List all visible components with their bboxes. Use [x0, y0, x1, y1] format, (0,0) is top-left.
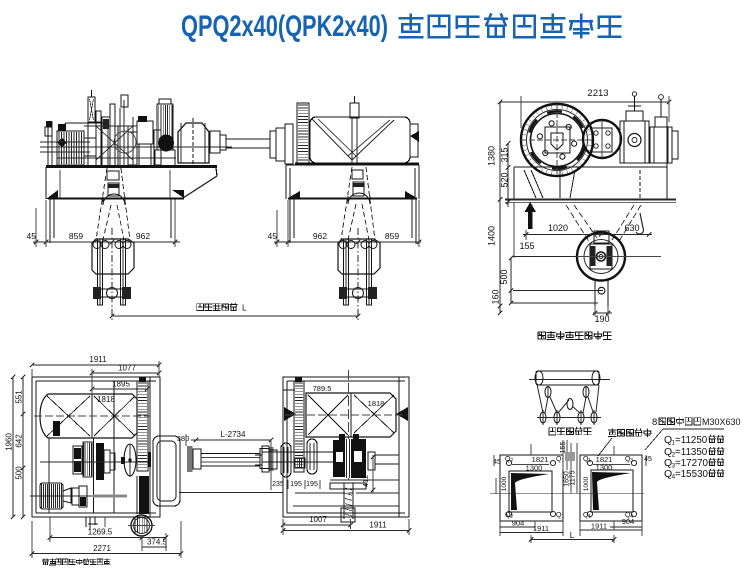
svg-text:L-2734: L-2734: [221, 430, 246, 439]
svg-text:160: 160: [491, 289, 501, 304]
svg-text:3: 3: [630, 458, 633, 464]
svg-text:1911: 1911: [533, 524, 549, 533]
svg-text:Q: Q: [664, 434, 672, 446]
svg-text:3: 3: [672, 463, 676, 470]
svg-text:1818: 1818: [97, 395, 115, 404]
svg-text:Q: Q: [625, 512, 631, 519]
svg-text:1821: 1821: [532, 455, 549, 464]
svg-text:2213: 2213: [587, 88, 608, 99]
svg-text:=11350: =11350: [675, 447, 708, 458]
svg-text:45: 45: [268, 231, 278, 241]
svg-text:904: 904: [512, 519, 525, 528]
svg-text:1911: 1911: [591, 522, 607, 531]
svg-text:500: 500: [15, 466, 24, 480]
svg-text:L: L: [242, 303, 247, 313]
svg-text:1300: 1300: [526, 464, 543, 473]
svg-text:1000: 1000: [583, 476, 590, 491]
svg-text:M30X630: M30X630: [702, 417, 741, 427]
svg-text:Q: Q: [556, 456, 562, 463]
svg-text:8: 8: [652, 417, 657, 428]
svg-text:412: 412: [361, 475, 370, 488]
svg-text:45: 45: [644, 456, 652, 463]
svg-text:1000: 1000: [501, 476, 508, 491]
svg-text:=17270: =17270: [675, 458, 709, 469]
svg-text:1400: 1400: [487, 226, 497, 246]
svg-text:Q: Q: [505, 512, 511, 519]
svg-text:500: 500: [499, 269, 509, 284]
svg-text:630: 630: [624, 223, 639, 233]
svg-text:1911: 1911: [89, 355, 107, 364]
svg-text:1: 1: [588, 458, 591, 464]
svg-text:2: 2: [510, 458, 513, 464]
svg-text:4: 4: [672, 474, 676, 481]
svg-text:1650: 1650: [564, 471, 571, 487]
svg-text:859: 859: [69, 231, 83, 241]
svg-text:1077: 1077: [118, 364, 136, 373]
svg-text:859: 859: [385, 231, 399, 241]
svg-text:Q: Q: [664, 457, 672, 469]
svg-text:1895: 1895: [112, 380, 130, 389]
svg-text:Q: Q: [505, 456, 511, 463]
svg-text:Q: Q: [583, 512, 589, 519]
svg-text:L: L: [570, 531, 575, 540]
svg-text:315: 315: [500, 147, 510, 162]
svg-text:45: 45: [27, 231, 37, 241]
svg-text:1821: 1821: [596, 455, 613, 464]
svg-text:155: 155: [519, 241, 534, 251]
svg-text:QPQ2x40(QPK2x40): QPQ2x40(QPK2x40): [181, 10, 388, 43]
svg-text:380: 380: [177, 434, 190, 443]
svg-text:962: 962: [136, 231, 150, 241]
svg-text:520: 520: [500, 172, 510, 187]
svg-text:Q: Q: [556, 512, 562, 519]
svg-text:195: 195: [290, 481, 302, 488]
svg-text:1960: 1960: [5, 433, 14, 451]
svg-text:789.5: 789.5: [313, 384, 332, 393]
svg-text:374.5: 374.5: [147, 538, 168, 547]
svg-text:4: 4: [630, 514, 633, 520]
svg-text:1300: 1300: [596, 463, 613, 472]
svg-text:904: 904: [622, 517, 635, 526]
svg-text:1380: 1380: [487, 146, 497, 166]
svg-text:155: 155: [560, 442, 567, 454]
svg-text:1175: 1175: [570, 470, 577, 485]
svg-text:1007: 1007: [309, 515, 327, 524]
svg-text:642: 642: [15, 434, 24, 448]
svg-text:551: 551: [15, 390, 24, 404]
svg-text:Q: Q: [583, 456, 589, 463]
svg-text:1020: 1020: [548, 223, 568, 233]
svg-text:=11250: =11250: [675, 435, 708, 446]
svg-text:45: 45: [493, 459, 501, 466]
svg-text:1: 1: [588, 514, 591, 520]
svg-text:1: 1: [672, 440, 676, 447]
svg-text:1269.5: 1269.5: [88, 528, 113, 537]
svg-text:2: 2: [510, 514, 513, 520]
svg-text:=15530: =15530: [675, 469, 709, 480]
svg-text:195: 195: [306, 481, 318, 488]
svg-text:Q: Q: [664, 446, 672, 458]
svg-text:Q: Q: [664, 468, 672, 480]
svg-text:Q: Q: [625, 456, 631, 463]
svg-text:1818: 1818: [368, 399, 385, 408]
svg-text:235: 235: [272, 481, 284, 488]
svg-text:2271: 2271: [93, 544, 111, 553]
svg-text:962: 962: [313, 231, 327, 241]
svg-text:2: 2: [672, 452, 676, 459]
svg-text:1911: 1911: [369, 521, 387, 530]
svg-text:190: 190: [594, 314, 609, 324]
svg-text:1: 1: [561, 514, 564, 520]
